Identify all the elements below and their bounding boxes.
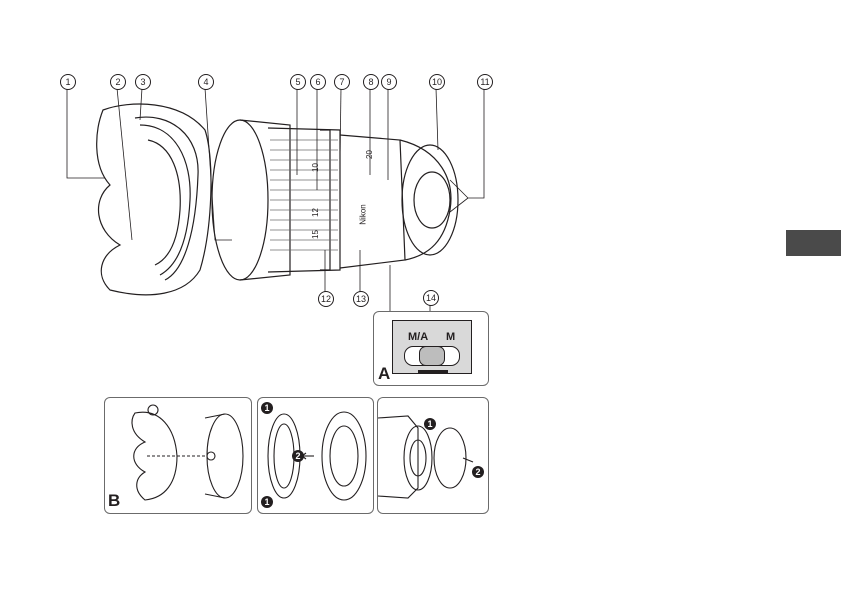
callout-12: 12 [318, 291, 334, 307]
callout-leaders [67, 88, 484, 345]
callout-8: 8 [363, 74, 379, 90]
callout-3: 3 [135, 74, 151, 90]
callout-6: 6 [310, 74, 326, 90]
callout-9: 9 [381, 74, 397, 90]
step-1-bottom-front: 1 [261, 496, 273, 508]
callout-5: 5 [290, 74, 306, 90]
step-2-front: 2 [292, 450, 304, 462]
callout-4: 4 [198, 74, 214, 90]
callout-10: 10 [429, 74, 445, 90]
step-1-rear: 1 [424, 418, 436, 430]
panel-b-letter: B [108, 491, 120, 511]
callout-13: 13 [353, 291, 369, 307]
rear-cap-drawing [378, 398, 488, 513]
zoom-ring-ribs [270, 140, 338, 250]
front-cap-drawing [258, 398, 373, 513]
section-tab [786, 230, 841, 256]
callout-2: 2 [110, 74, 126, 90]
zoom-scale-10: 10 [311, 163, 320, 172]
focus-mode-switch-knob[interactable] [419, 346, 445, 366]
zoom-scale-15: 15 [311, 230, 320, 239]
hood-attach-drawing [105, 398, 251, 513]
step-2-rear: 2 [472, 466, 484, 478]
zoom-scale-20: 20 [365, 150, 374, 159]
switch-label-m: M [446, 331, 455, 343]
panel-a-focus-switch: M/A M A [373, 311, 489, 386]
callout-1: 1 [60, 74, 76, 90]
callout-7: 7 [334, 74, 350, 90]
panel-b-hood-attach: B [104, 397, 252, 514]
panel-front-cap: 1 1 2 [257, 397, 374, 514]
switch-label-ma: M/A [408, 331, 428, 343]
focus-mode-switch-slot [404, 346, 460, 366]
lens-brand-text: Nikon [359, 204, 368, 224]
callout-11: 11 [477, 74, 493, 90]
callout-14: 14 [423, 290, 439, 306]
zoom-scale-12: 12 [311, 208, 320, 217]
panel-rear-cap: 1 2 [377, 397, 489, 514]
double-arrow-icon [418, 370, 448, 374]
panel-a-letter: A [378, 364, 390, 384]
step-1-top-front: 1 [261, 402, 273, 414]
lens-hood-drawing [97, 104, 211, 295]
